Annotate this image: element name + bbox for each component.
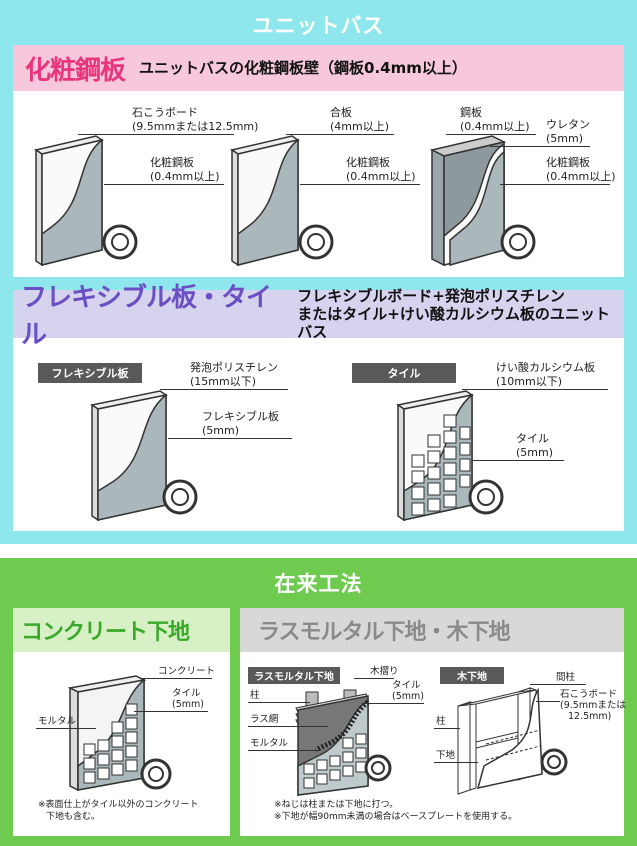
lath-furring-label: 木摺り bbox=[370, 666, 399, 677]
flex-label-b2: (5mm) bbox=[202, 424, 240, 437]
p3-label-b2: (0.4mm以上) bbox=[546, 170, 616, 183]
steel-panel-subtitle: ユニットバスの化粧鋼板壁（鋼板0.4mm以上） bbox=[139, 59, 467, 77]
wood-base-label: 下地 bbox=[436, 750, 456, 761]
p3-label-b: 化粧鋼板 bbox=[546, 156, 590, 169]
leader-line bbox=[248, 726, 328, 727]
tile-calcium-wall-diagram bbox=[396, 390, 504, 522]
leader-line bbox=[78, 134, 234, 135]
p3-label-a2: (0.4mm以上) bbox=[460, 120, 530, 133]
flex-tile-title: フレキシブル板・タイル bbox=[21, 283, 272, 350]
leader-line bbox=[434, 762, 478, 763]
flex-label-a2: (15mm以下) bbox=[190, 375, 257, 388]
p1-label-a: 石こうボード bbox=[132, 106, 198, 119]
lath-tile-label2: (5mm) bbox=[392, 691, 424, 702]
conventional-title: 在来工法 bbox=[274, 572, 363, 596]
lath-wood-note-1: ※ねじは柱または下地に打つ。 bbox=[274, 800, 399, 810]
flex-board-tag: フレキシブル板 bbox=[38, 363, 142, 383]
wood-frame-wall-diagram bbox=[457, 687, 568, 795]
concrete-mortar-label: モルタル bbox=[38, 716, 77, 727]
concrete-note-2: 下地も含む。 bbox=[46, 812, 101, 822]
concrete-tile-wall-diagram bbox=[67, 675, 172, 792]
leader-line bbox=[434, 728, 460, 729]
concrete-tile-label: タイル bbox=[172, 688, 201, 699]
steel-panel-title: 化粧鋼板 bbox=[25, 55, 126, 86]
lath-wood-note-2: ※下地が幅90mm未満の場合はベースプレートを使用する。 bbox=[274, 812, 518, 822]
leader-line bbox=[248, 702, 310, 703]
leader-line bbox=[140, 678, 212, 679]
leader-line bbox=[134, 711, 208, 712]
plywood-steel-wall-diagram bbox=[230, 135, 334, 267]
flex-label-a: 発泡ポリスチレン bbox=[190, 361, 278, 374]
wood-board-label2: (9.5mmまたは bbox=[560, 700, 626, 711]
leader-line bbox=[36, 728, 96, 729]
p1-label-b: 化粧鋼板 bbox=[150, 156, 194, 169]
wood-base-tag: 木下地 bbox=[440, 667, 504, 684]
p2-label-a: 合板 bbox=[330, 106, 352, 119]
concrete-tile-label2: (5mm) bbox=[172, 699, 204, 710]
lath-mortar-label: モルタル bbox=[250, 738, 289, 749]
flex-board-wall-diagram bbox=[90, 390, 198, 522]
unit-bath-title: ユニットバス bbox=[252, 14, 385, 38]
leader-line bbox=[286, 134, 394, 135]
leader-line bbox=[248, 750, 320, 751]
leader-line bbox=[168, 438, 292, 439]
urethane-steel-wall-diagram bbox=[429, 135, 536, 267]
leader-line bbox=[472, 460, 564, 461]
concrete-label: コンクリート bbox=[158, 666, 216, 677]
flex-tile-header: フレキシブル板・タイル フレキシブルボード+発泡ポリスチレン またはタイル+けい… bbox=[13, 283, 624, 350]
leader-line bbox=[300, 184, 420, 185]
p2-label-a2: (4mm以上) bbox=[330, 120, 390, 133]
lath-mortar-tag: ラスモルタル下地 bbox=[248, 667, 340, 684]
wood-pillar-label: 柱 bbox=[436, 716, 446, 727]
flex-tile-subtitle-line2: またはタイル+けい酸カルシウム板のユニットバス bbox=[297, 305, 610, 341]
wood-board-label3: 12.5mm) bbox=[568, 711, 612, 722]
lath-pillar-label: 柱 bbox=[250, 690, 260, 701]
lath-net-label: ラス網 bbox=[250, 714, 279, 725]
concrete-title: コンクリート下地 bbox=[21, 620, 190, 645]
lath-wood-title: ラスモルタル下地・木下地 bbox=[258, 620, 511, 645]
leader-line bbox=[160, 389, 288, 390]
p1-label-b2: (0.4mm以上) bbox=[150, 170, 220, 183]
flex-tile-subtitle-line1: フレキシブルボード+発泡ポリスチレン bbox=[297, 287, 565, 305]
p1-label-a2: (9.5mmまたは12.5mm) bbox=[132, 120, 259, 133]
tile-label-a: けい酸カルシウム板 bbox=[496, 361, 595, 374]
concrete-header: コンクリート下地 bbox=[13, 608, 230, 652]
p3-label-a: 鋼板 bbox=[460, 106, 482, 119]
leader-line bbox=[104, 184, 224, 185]
leader-line bbox=[362, 703, 424, 704]
lath-mortar-wall-diagram bbox=[295, 689, 392, 796]
leader-line bbox=[530, 684, 586, 685]
leader-line bbox=[354, 678, 394, 679]
p2-label-b: 化粧鋼板 bbox=[346, 156, 390, 169]
tile-label-a2: (10mm以下) bbox=[496, 375, 563, 388]
wood-board-label: 石こうボード bbox=[560, 689, 618, 700]
concrete-note-1: ※表面仕上がタイル以外のコンクリート bbox=[38, 800, 199, 810]
leader-line bbox=[500, 184, 610, 185]
tile-label-b: タイル bbox=[516, 432, 549, 445]
leader-line bbox=[490, 146, 590, 147]
lath-wood-header: ラスモルタル下地・木下地 bbox=[240, 608, 624, 652]
flex-label-b: フレキシブル板 bbox=[202, 410, 279, 423]
wood-stud-label: 間柱 bbox=[556, 672, 576, 683]
tile-tag: タイル bbox=[352, 363, 456, 383]
lath-tile-label: タイル bbox=[392, 680, 421, 691]
p3-label-c: ウレタン bbox=[546, 118, 590, 131]
leader-line bbox=[462, 389, 608, 390]
p2-label-b2: (0.4mm以上) bbox=[346, 170, 416, 183]
gypsum-steel-wall-diagram bbox=[34, 135, 138, 267]
leader-line bbox=[536, 701, 560, 702]
p3-label-c2: (5mm) bbox=[546, 132, 584, 145]
steel-panel-header: 化粧鋼板 ユニットバスの化粧鋼板壁（鋼板0.4mm以上） bbox=[13, 45, 624, 91]
tile-label-b2: (5mm) bbox=[516, 446, 554, 459]
flex-tile-subtitle: フレキシブルボード+発泡ポリスチレン またはタイル+けい酸カルシウム板のユニット… bbox=[297, 287, 624, 341]
leader-line bbox=[446, 134, 536, 135]
